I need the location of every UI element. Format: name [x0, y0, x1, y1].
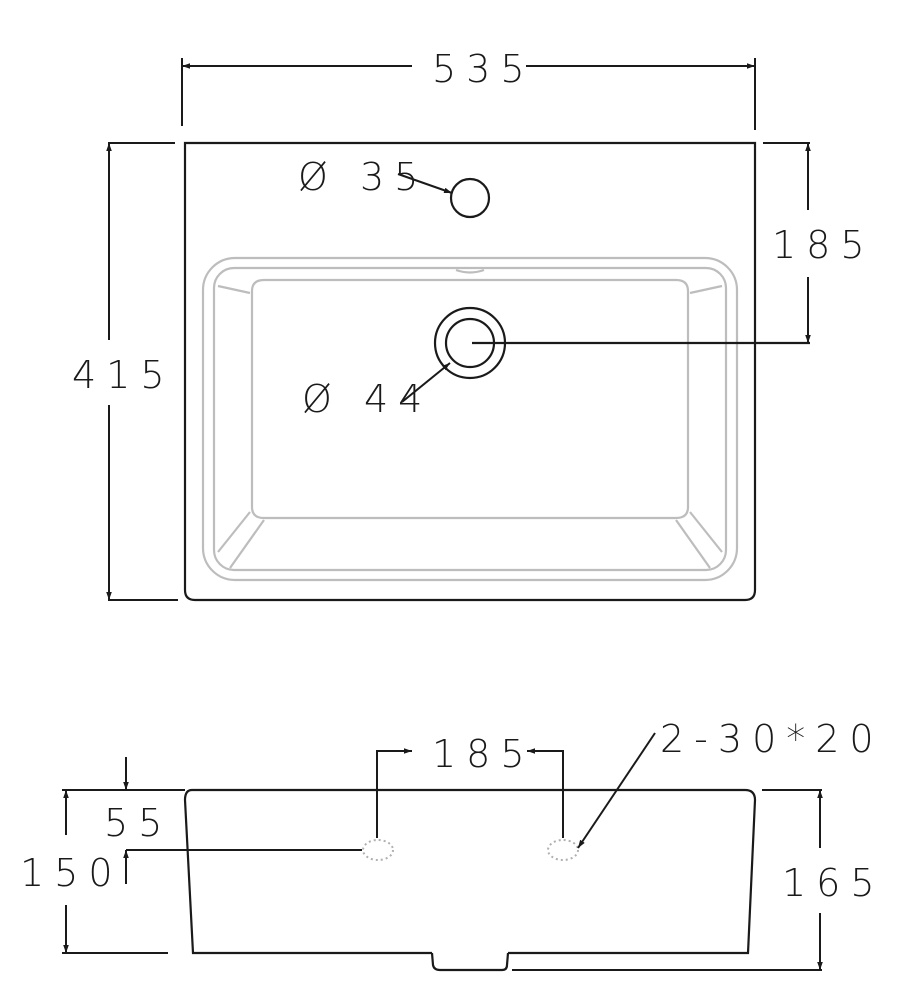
hole-spacing-dim-label: 185	[432, 732, 535, 776]
side-view: 185 2-30*20 150 55 165	[20, 717, 885, 972]
overflow-label: 2-30*20	[660, 717, 884, 761]
width-dim-label: 535	[432, 47, 535, 91]
tap-offset-dim-label: 185	[772, 223, 875, 267]
rim-to-hole-dim-label: 55	[104, 801, 172, 845]
drain-label: Ø 44	[302, 377, 432, 421]
depth-dim-label: 415	[72, 353, 175, 397]
tap-hole-label: Ø 35	[298, 155, 428, 199]
overflow-hole-right	[547, 839, 579, 861]
top-view: 535 415 185 Ø 35 Ø 44	[72, 47, 875, 602]
overflow-hole-left	[362, 839, 394, 861]
tap-hole	[449, 177, 491, 219]
left-height-dim-label: 150	[20, 851, 123, 895]
basin-outline	[183, 141, 757, 602]
bowl-inner-lines	[201, 256, 739, 582]
right-height-dim-label: 165	[782, 861, 885, 905]
side-profile	[183, 788, 757, 955]
